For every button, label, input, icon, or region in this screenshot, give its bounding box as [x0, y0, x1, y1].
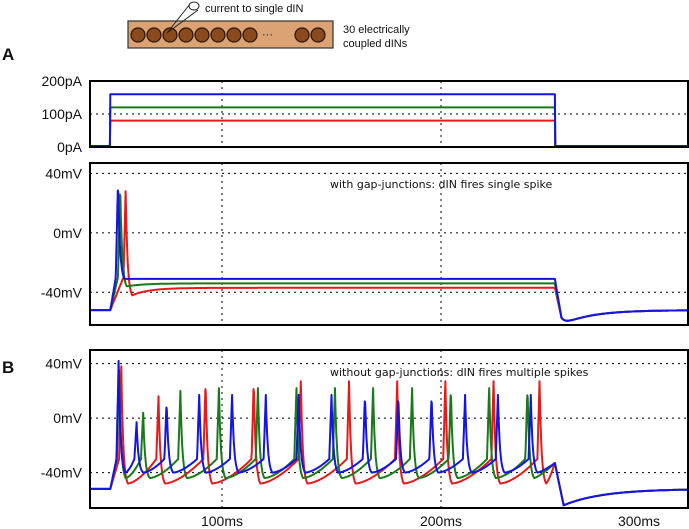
electrode-icon [166, 1, 200, 34]
neuron-cell-icon [194, 27, 210, 43]
neuron-cell-icon [210, 27, 226, 43]
y-tick-label: 0mV [53, 410, 82, 426]
network-schematic: ··· current to single dIN 30 electricall… [127, 1, 410, 50]
y-tick-label: 100pA [42, 106, 83, 122]
y-tick-label: -40mV [41, 284, 83, 300]
voltage-panel-without-gap-junctions: 40mV 0mV -40mV 100ms 200ms 300ms [41, 349, 689, 529]
annotation-with-gap-junctions: with gap-junctions: dIN fires single spi… [330, 178, 553, 191]
trace-blue [90, 189, 689, 322]
plot-frame [89, 162, 689, 326]
x-tick-label: 100ms [201, 513, 243, 529]
neuron-cell-icon [130, 27, 146, 43]
neuron-cell-icon [162, 27, 178, 43]
trace-green [90, 106, 689, 147]
plot-frame [89, 349, 689, 509]
x-tick-label: 200ms [420, 513, 462, 529]
trace-green [90, 193, 689, 322]
trace-red [90, 119, 689, 147]
trace-blue [90, 359, 689, 507]
current-panel: 0pA 100pA 200pA [42, 73, 689, 155]
plot-frame [89, 80, 689, 148]
y-tick-label: 200pA [42, 73, 83, 89]
trace-red [90, 190, 689, 322]
panel-label-b: B [2, 358, 14, 377]
y-tick-label: 40mV [45, 165, 82, 181]
electrode-label: current to single dIN [205, 3, 303, 15]
neuron-cell-icon [310, 27, 326, 43]
voltage-panel-with-gap-junctions: 40mV 0mV -40mV [41, 162, 689, 326]
y-tick-label: -40mV [41, 465, 83, 481]
ellipsis: ··· [262, 29, 273, 41]
neuron-cell-icon [178, 27, 194, 43]
annotation-without-gap-junctions: without gap-junctions: dIN fires multipl… [330, 366, 589, 379]
trace-red [90, 365, 689, 507]
y-tick-label: 40mV [45, 356, 82, 372]
panel-label-a: A [2, 45, 14, 64]
neuron-cell-icon [146, 27, 162, 43]
network-label-line1: 30 electrically [343, 24, 410, 36]
neuron-cell-icon [242, 27, 258, 43]
neuron-cell-icon [226, 27, 242, 43]
y-tick-label: 0mV [53, 225, 82, 241]
y-tick-label: 0pA [57, 139, 83, 155]
trace-green [90, 369, 689, 507]
neuron-cell-icon [294, 27, 310, 43]
network-label-line2: coupled dINs [343, 38, 408, 50]
x-tick-label: 300ms [618, 513, 660, 529]
